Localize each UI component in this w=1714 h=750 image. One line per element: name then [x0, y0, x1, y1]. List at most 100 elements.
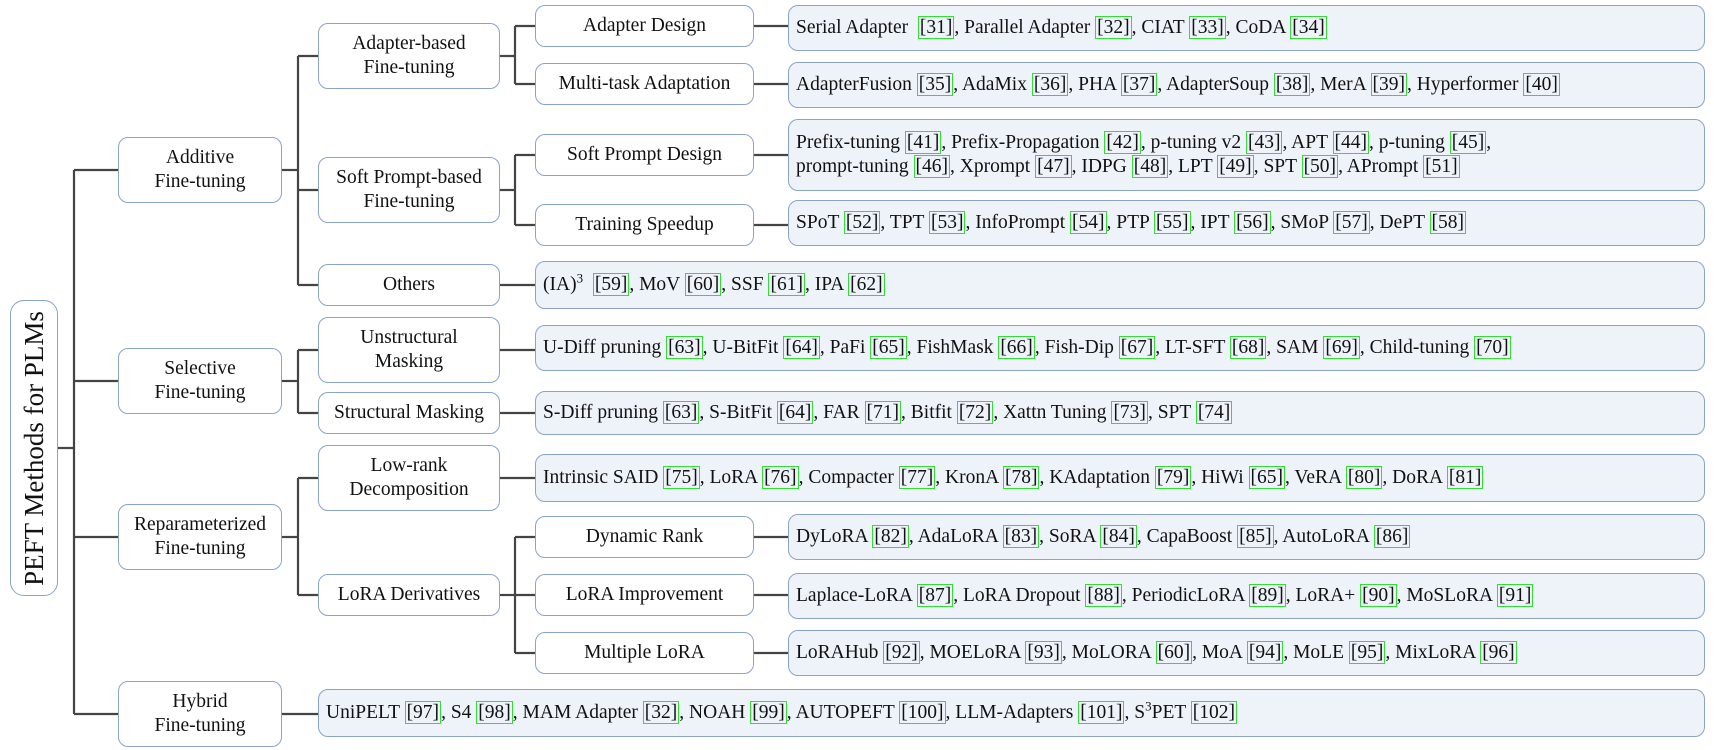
methods-list: LoRAHub [92], MOELoRA [93], MoLORA [60],…: [796, 641, 1517, 664]
citation-link[interactable]: [33]: [1189, 16, 1226, 39]
superscript: 3: [576, 270, 584, 286]
selective-node: Selective Fine-tuning: [118, 348, 282, 414]
citation-link[interactable]: [54]: [1070, 211, 1107, 234]
citation-link[interactable]: [69]: [1323, 336, 1360, 359]
lowrank-label: Low-rank Decomposition: [349, 455, 469, 500]
dynamicrank-label: Dynamic Rank: [585, 526, 704, 547]
citation-link[interactable]: [78]: [1002, 466, 1040, 489]
citation-link[interactable]: [58]: [1429, 211, 1467, 234]
citation-link[interactable]: [101]: [1078, 701, 1125, 724]
citation-link[interactable]: [96]: [1480, 641, 1517, 664]
citation-link[interactable]: [100]: [899, 701, 946, 724]
methods-list: Serial Adapter [31], Parallel Adapter [3…: [796, 16, 1327, 39]
citation-link[interactable]: [43]: [1245, 131, 1283, 154]
additive-label: Additive Fine-tuning: [154, 147, 246, 192]
citation-link[interactable]: [90]: [1360, 584, 1397, 607]
citation-link[interactable]: [61]: [768, 273, 805, 296]
citation-link[interactable]: [47]: [1035, 155, 1072, 178]
citation-link[interactable]: [77]: [898, 466, 936, 489]
citation-link[interactable]: [31]: [917, 16, 955, 39]
citation-link[interactable]: [48]: [1131, 155, 1169, 178]
citation-link[interactable]: [65]: [870, 336, 907, 359]
citation-link[interactable]: [71]: [864, 401, 902, 424]
unstruct-label: Unstructural Masking: [360, 327, 458, 372]
citation-link[interactable]: [99]: [750, 701, 787, 724]
citation-link[interactable]: [40]: [1523, 73, 1560, 96]
citation-link[interactable]: [87]: [916, 584, 954, 607]
citation-link[interactable]: [81]: [1446, 466, 1484, 489]
citation-link[interactable]: [73]: [1111, 401, 1148, 424]
citation-link[interactable]: [34]: [1290, 16, 1327, 39]
citation-link[interactable]: [60]: [684, 273, 722, 296]
citation-link[interactable]: [49]: [1217, 155, 1254, 178]
citation-link[interactable]: [57]: [1333, 211, 1370, 234]
citation-link[interactable]: [50]: [1301, 155, 1339, 178]
citation-link[interactable]: [89]: [1249, 584, 1286, 607]
citation-link[interactable]: [39]: [1370, 73, 1407, 96]
citation-link[interactable]: [86]: [1373, 525, 1411, 548]
methods-list: DyLoRA [82], AdaLoRA [83], SoRA [84], Ca…: [796, 525, 1411, 548]
citation-link[interactable]: [55]: [1154, 211, 1191, 234]
citation-link[interactable]: [56]: [1234, 211, 1271, 234]
citation-link[interactable]: [76]: [762, 466, 799, 489]
citation-link[interactable]: [32]: [1095, 16, 1132, 39]
citation-link[interactable]: [46]: [913, 155, 951, 178]
citation-link[interactable]: [85]: [1237, 525, 1274, 548]
unstruct-node: Unstructural Masking: [318, 317, 500, 383]
citation-link[interactable]: [64]: [776, 401, 814, 424]
citation-link[interactable]: [80]: [1345, 466, 1383, 489]
softpromptdesign-node: Soft Prompt Design: [535, 134, 754, 176]
citation-link[interactable]: [63]: [666, 336, 703, 359]
citation-link[interactable]: [67]: [1118, 336, 1156, 359]
citation-link[interactable]: [44]: [1332, 131, 1370, 154]
citation-link[interactable]: [72]: [956, 401, 994, 424]
citation-link[interactable]: [74]: [1195, 401, 1233, 424]
multiplelora-node: Multiple LoRA: [535, 632, 754, 674]
citation-link[interactable]: [42]: [1104, 131, 1141, 154]
unstruct-methods-box: U-Diff pruning [63], U-BitFit [64], PaFi…: [535, 325, 1705, 371]
trainingspeedup-node: Training Speedup: [535, 204, 754, 246]
citation-link[interactable]: [59]: [592, 273, 630, 296]
citation-link[interactable]: [38]: [1273, 73, 1311, 96]
citation-link[interactable]: [93]: [1025, 641, 1062, 664]
citation-link[interactable]: [35]: [916, 73, 954, 96]
citation-link[interactable]: [92]: [883, 641, 920, 664]
citation-link[interactable]: [95]: [1348, 641, 1386, 664]
lowrank-node: Low-rank Decomposition: [318, 445, 500, 511]
citation-link[interactable]: [68]: [1229, 336, 1267, 359]
citation-link[interactable]: [64]: [783, 336, 820, 359]
citation-link[interactable]: [60]: [1155, 641, 1193, 664]
struct-methods-box: S-Diff pruning [63], S-BitFit [64], FAR …: [535, 391, 1705, 435]
softpromptdesign-methods-box: Prefix-tuning [41], Prefix-Propagation […: [788, 119, 1705, 191]
multiplelora-label: Multiple LoRA: [584, 642, 705, 663]
citation-link[interactable]: [41]: [904, 131, 942, 154]
citation-link[interactable]: [94]: [1246, 641, 1284, 664]
citation-link[interactable]: [79]: [1154, 466, 1192, 489]
citation-link[interactable]: [66]: [998, 336, 1035, 359]
citation-link[interactable]: [51]: [1423, 155, 1460, 178]
softprompt-label: Soft Prompt-based Fine-tuning: [336, 167, 482, 212]
adapterdesign-node: Adapter Design: [535, 5, 754, 47]
citation-link[interactable]: [98]: [476, 701, 513, 724]
citation-link[interactable]: [75]: [663, 466, 700, 489]
citation-link[interactable]: [97]: [404, 701, 442, 724]
citation-link[interactable]: [32]: [642, 701, 680, 724]
citation-link[interactable]: [82]: [872, 525, 909, 548]
citation-link[interactable]: [83]: [1002, 525, 1040, 548]
citation-link[interactable]: [62]: [848, 273, 885, 296]
citation-link[interactable]: [102]: [1190, 701, 1238, 724]
others-methods-box: (IA)3 [59], MoV [60], SSF [61], IPA [62]: [535, 261, 1705, 309]
citation-link[interactable]: [37]: [1120, 73, 1158, 96]
citation-link[interactable]: [63]: [662, 401, 700, 424]
citation-link[interactable]: [36]: [1031, 73, 1069, 96]
citation-link[interactable]: [88]: [1085, 584, 1122, 607]
hybrid-label: Hybrid Fine-tuning: [154, 691, 246, 736]
citation-link[interactable]: [65]: [1248, 466, 1285, 489]
citation-link[interactable]: [53]: [928, 211, 966, 234]
reparam-node: Reparameterized Fine-tuning: [118, 504, 282, 570]
citation-link[interactable]: [52]: [843, 211, 881, 234]
citation-link[interactable]: [45]: [1449, 131, 1487, 154]
citation-link[interactable]: [70]: [1474, 336, 1511, 359]
citation-link[interactable]: [91]: [1496, 584, 1534, 607]
citation-link[interactable]: [84]: [1100, 525, 1137, 548]
